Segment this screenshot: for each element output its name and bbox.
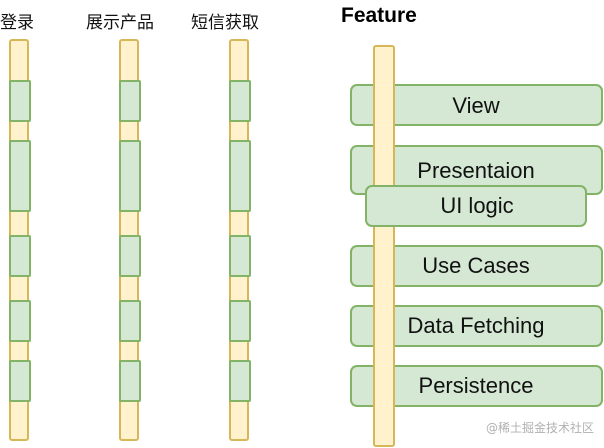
column-segment	[229, 300, 251, 342]
column-label-show-products: 展示产品	[86, 13, 154, 33]
column-segment	[229, 235, 251, 277]
column-segment	[119, 235, 141, 277]
column-segment	[229, 140, 251, 212]
layer-label-presentation: Presentaion	[417, 158, 535, 183]
layer-label-use-cases: Use Cases	[422, 253, 530, 278]
layer-label-data-fetching: Data Fetching	[407, 313, 545, 338]
layer-label-ui-logic: UI logic	[440, 193, 514, 218]
column-segment	[119, 360, 141, 402]
column-show-products	[119, 39, 141, 441]
column-segment	[119, 140, 141, 212]
column-segment	[9, 140, 31, 212]
feature-column	[373, 45, 395, 447]
column-sms	[229, 39, 251, 441]
column-segment	[119, 300, 141, 342]
column-segment	[229, 360, 251, 402]
layer-box-ui-logic	[365, 185, 587, 227]
column-segment	[9, 235, 31, 277]
column-label-login: 登录	[0, 13, 34, 33]
watermark: @稀土掘金技术社区	[485, 421, 594, 435]
layer-label-view: View	[452, 93, 500, 118]
column-segment	[9, 300, 31, 342]
layer-label-persistence: Persistence	[418, 373, 534, 398]
feature-title: Feature	[341, 4, 417, 27]
column-login	[9, 39, 31, 441]
column-segment	[229, 80, 251, 122]
column-segment	[9, 360, 31, 402]
column-segment	[9, 80, 31, 122]
column-label-sms: 短信获取	[191, 13, 259, 33]
column-segment	[119, 80, 141, 122]
